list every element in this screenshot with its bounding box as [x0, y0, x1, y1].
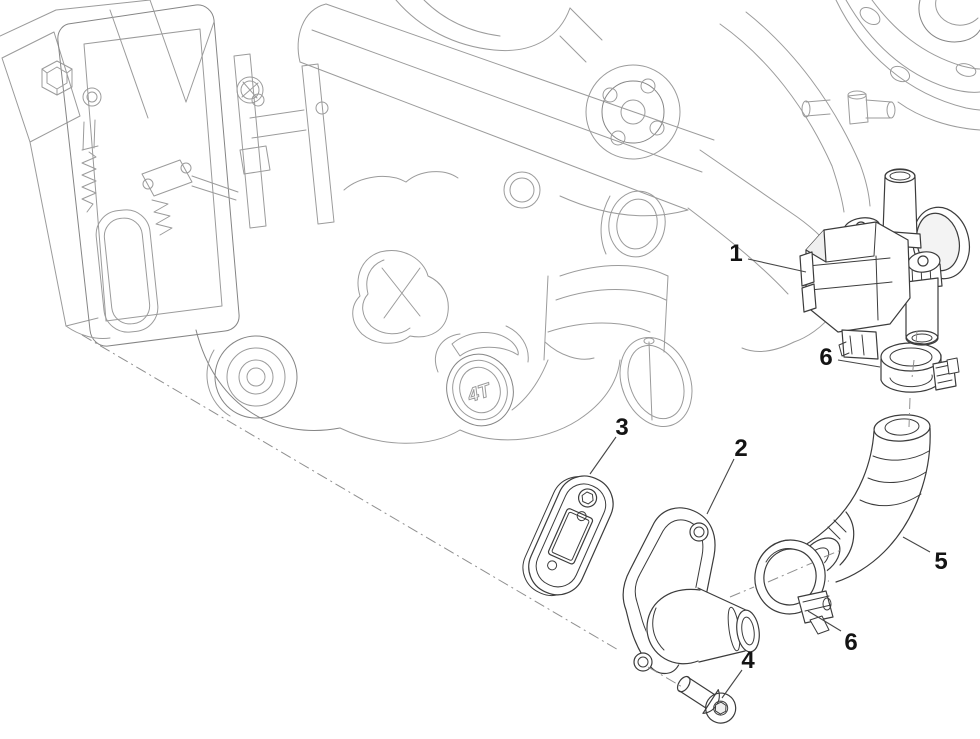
callout-labels: 1 6 3 2 5 6 4 — [615, 240, 947, 674]
part-6-hose-clamp-lower-drawing[interactable] — [748, 534, 834, 635]
callout-4-screw[interactable]: 4 — [741, 647, 755, 674]
leader-line-3 — [589, 436, 617, 475]
assembly-axis-lines-front — [647, 330, 918, 689]
callout-1-air-valve[interactable]: 1 — [729, 240, 742, 267]
callout-6-hose-clamp-lower[interactable]: 6 — [844, 629, 857, 656]
part-6-hose-clamp-upper-drawing[interactable] — [878, 342, 960, 393]
part-2-flange-pipe-drawing[interactable] — [622, 507, 762, 675]
leader-line-6-lower — [807, 610, 842, 632]
leader-line-6-upper — [837, 359, 881, 368]
callout-2-flange-pipe[interactable]: 2 — [734, 435, 747, 462]
callout-5-elbow-hose[interactable]: 5 — [934, 548, 947, 575]
assembly-axis-lines — [81, 334, 621, 652]
part-3-gasket-plate-drawing[interactable] — [514, 465, 621, 606]
leader-line-5 — [902, 536, 931, 553]
engine-assembly-drawing — [0, 0, 980, 444]
leader-line-2 — [706, 458, 735, 515]
leader-line-1 — [747, 258, 807, 273]
callout-leader-lines — [589, 258, 931, 699]
part-1-secondary-air-valve-drawing[interactable] — [799, 168, 976, 360]
part-4-screw-drawing[interactable] — [671, 669, 741, 729]
leader-line-4 — [721, 669, 743, 699]
callout-6-hose-clamp-upper[interactable]: 6 — [819, 344, 832, 371]
engine-4t-marking: 4T — [464, 380, 494, 408]
callout-3-gasket-plate[interactable]: 3 — [615, 414, 628, 441]
